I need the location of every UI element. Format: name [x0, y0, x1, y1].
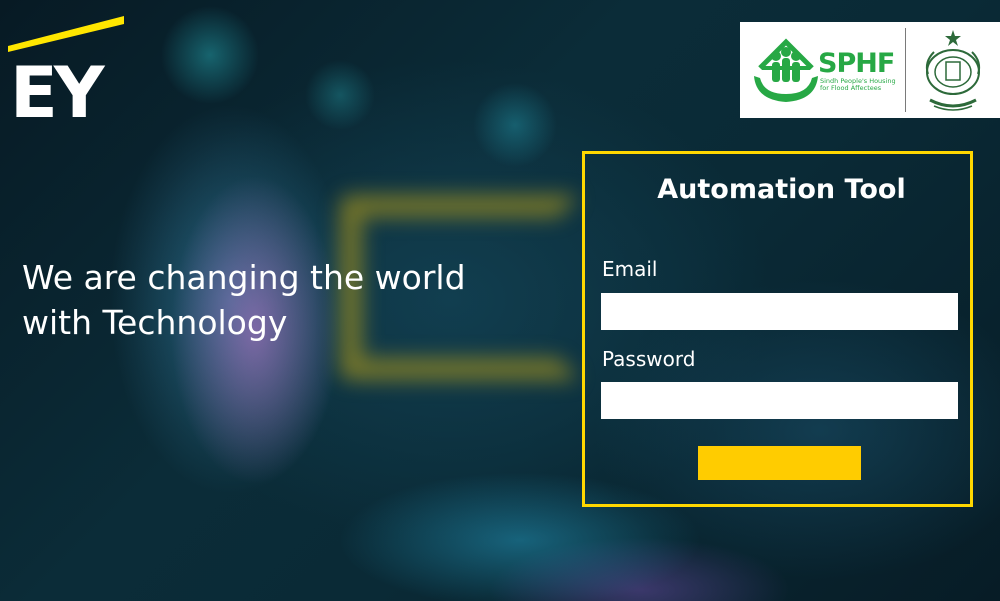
sphf-title: SPHF	[818, 48, 895, 79]
hero-tagline: We are changing the world with Technolog…	[22, 255, 542, 345]
sindh-government-seal	[906, 22, 1000, 118]
sphf-house-hands-icon	[754, 38, 818, 102]
tagline-line-2: with Technology	[22, 303, 288, 342]
login-button[interactable]	[698, 446, 861, 480]
ey-logo: EY	[8, 16, 128, 128]
ey-beam-icon	[8, 16, 124, 52]
password-field[interactable]	[601, 382, 958, 419]
email-label: Email	[602, 257, 658, 281]
sphf-subtitle: Sindh People's Housing for Flood Affecte…	[820, 77, 896, 92]
government-of-sindh-seal-icon	[925, 30, 981, 111]
partner-logos: SPHF Sindh People's Housing for Flood Af…	[740, 22, 1000, 118]
background-frame-shape	[340, 195, 580, 380]
partner-divider	[905, 28, 906, 112]
email-field[interactable]	[601, 293, 958, 330]
sphf-logo: SPHF Sindh People's Housing for Flood Af…	[740, 22, 905, 118]
ey-logo-text: EY	[10, 52, 104, 134]
login-title: Automation Tool	[657, 174, 906, 205]
tagline-line-1: We are changing the world	[22, 258, 466, 297]
password-label: Password	[602, 347, 696, 371]
login-panel: Automation Tool Email Password	[582, 151, 973, 507]
